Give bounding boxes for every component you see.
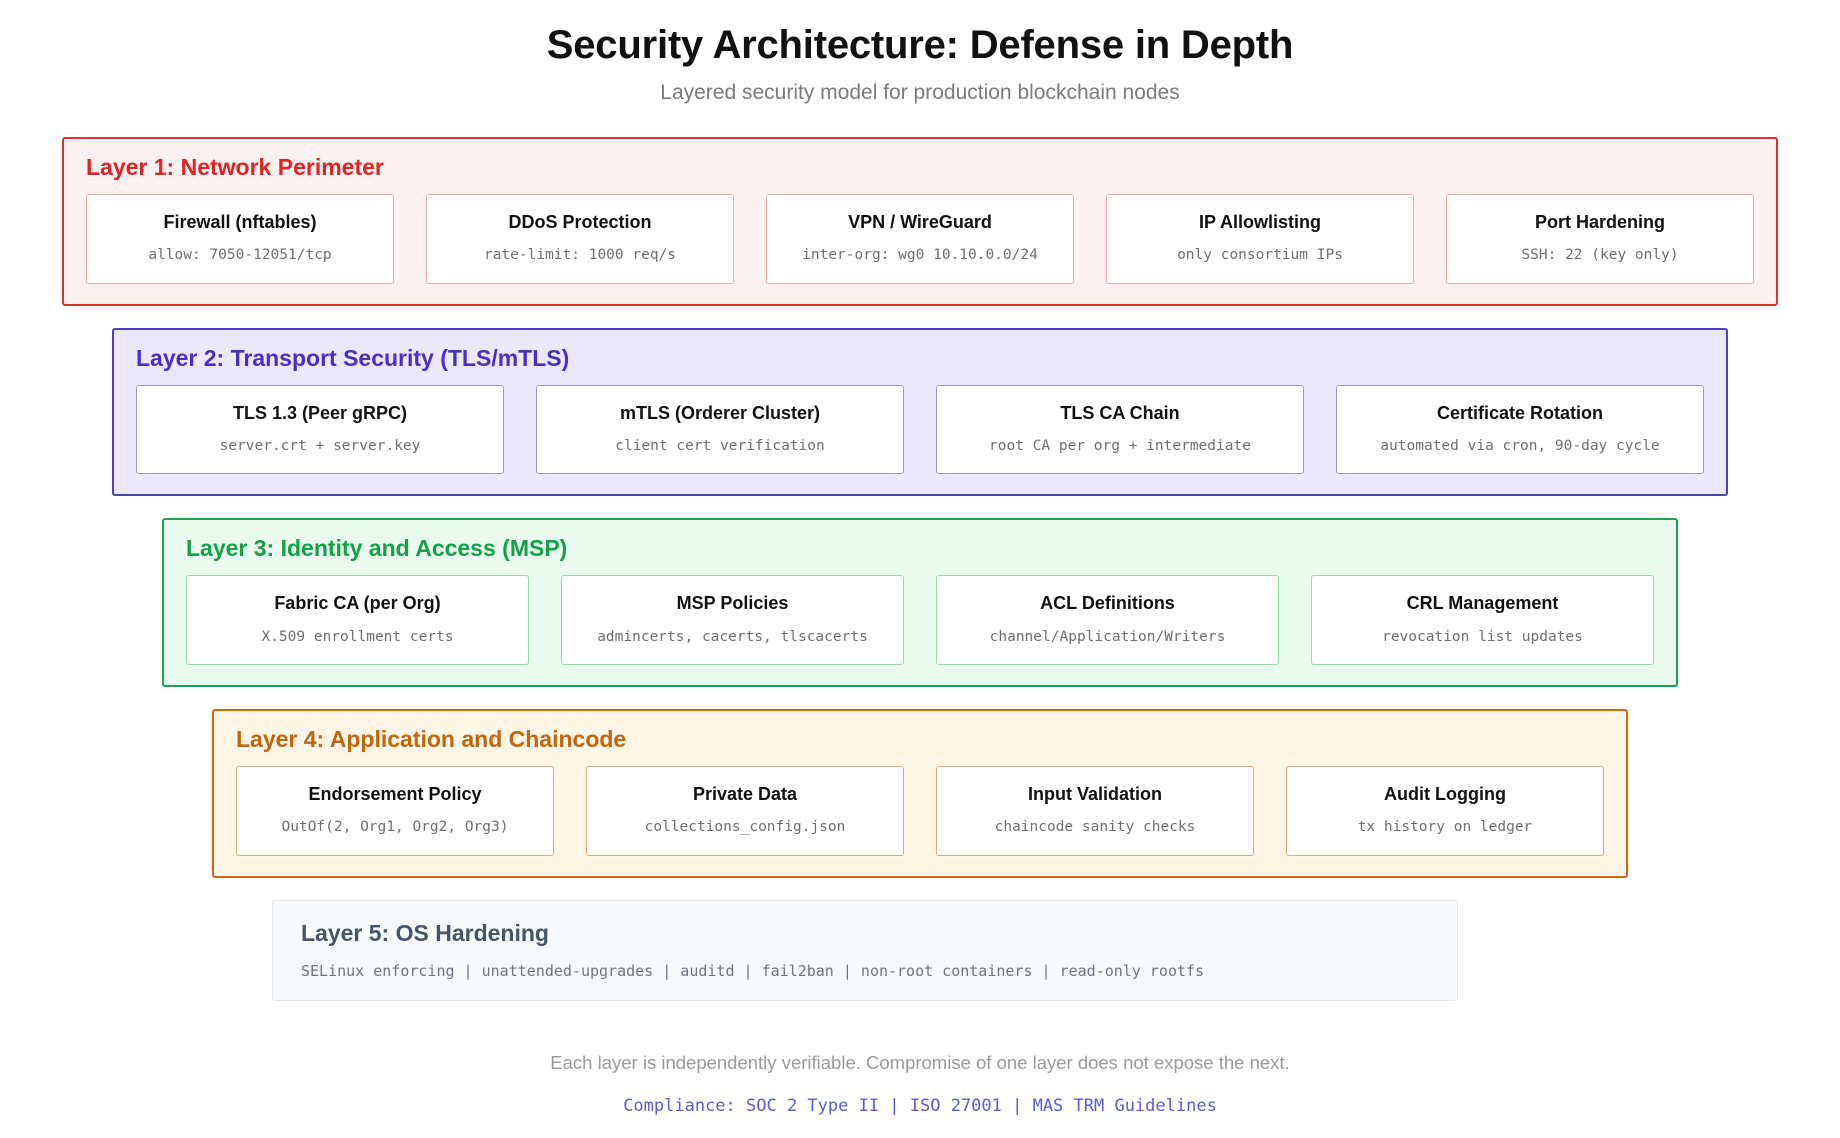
control-card-title: DDoS Protection	[508, 211, 652, 232]
control-card[interactable]: Private Data collections_config.json	[586, 765, 904, 856]
control-card[interactable]: mTLS (Orderer Cluster) client cert verifi…	[536, 384, 904, 475]
footer-note: Each layer is independently verifiable. …	[550, 1051, 1290, 1073]
control-card-detail: only consortium IPs	[1177, 247, 1343, 264]
layer-5-detail: SELinux enforcing | unattended-upgrades …	[301, 961, 1205, 980]
control-card-title: VPN / WireGuard	[848, 211, 992, 232]
page-footer: Each layer is independently verifiable. …	[0, 1051, 1840, 1117]
footer-compliance: Compliance: SOC 2 Type II | ISO 27001 | …	[623, 1095, 1217, 1116]
control-card[interactable]: TLS 1.3 (Peer gRPC) server.crt + server.k…	[136, 384, 504, 475]
control-card-detail: OutOf(2, Org1, Org2, Org3)	[281, 819, 509, 836]
control-card-detail: SSH: 22 (key only)	[1521, 247, 1679, 264]
layer-5-title: Layer 5: OS Hardening	[301, 919, 549, 946]
control-card-title: TLS 1.3 (Peer gRPC)	[232, 402, 408, 423]
control-card-detail: admincerts, cacerts, tlscacerts	[597, 628, 868, 645]
layer-2-card-row: TLS 1.3 (Peer gRPC) server.crt + server.k…	[136, 384, 1704, 475]
control-card[interactable]: DDoS Protection rate-limit: 1000 req/s	[426, 193, 734, 284]
control-card[interactable]: IP Allowlisting only consortium IPs	[1106, 193, 1414, 284]
control-card[interactable]: ACL Definitions channel/Application/Write…	[936, 575, 1279, 666]
layer-2-band: Layer 2: Transport Security (TLS/mTLS) TL…	[112, 327, 1728, 497]
page-header: Security Architecture: Defense in Depth …	[0, 0, 1840, 105]
control-card-detail: server.crt + server.key	[219, 438, 421, 455]
control-card[interactable]: CRL Management revocation list updates	[1311, 575, 1654, 666]
layer-3-band: Layer 3: Identity and Access (MSP) Fabric…	[162, 518, 1678, 688]
control-card-detail: allow: 7050-12051/tcp	[148, 247, 332, 264]
control-card-title: IP Allowlisting	[1198, 211, 1321, 232]
control-card[interactable]: MSP Policies admincerts, cacerts, tlscace…	[561, 575, 904, 666]
control-card-title: TLS CA Chain	[1060, 402, 1180, 423]
control-card-title: mTLS (Orderer Cluster)	[619, 402, 821, 423]
control-card-title: Certificate Rotation	[1436, 402, 1604, 423]
control-card[interactable]: TLS CA Chain root CA per org + intermedia…	[936, 384, 1304, 475]
layer-4-title: Layer 4: Application and Chaincode	[236, 726, 627, 753]
control-card-detail: X.509 enrollment certs	[261, 628, 454, 645]
control-card-title: Endorsement Policy	[308, 783, 482, 804]
control-card[interactable]: Fabric CA (per Org) X.509 enrollment cert…	[186, 575, 529, 666]
layer-2-title: Layer 2: Transport Security (TLS/mTLS)	[136, 344, 570, 371]
control-card-title: Private Data	[692, 783, 798, 804]
control-card-title: Audit Logging	[1384, 783, 1506, 804]
control-card-detail: tx history on ledger	[1357, 819, 1533, 836]
layer-1-card-row: Firewall (nftables) allow: 7050-12051/tcp…	[86, 193, 1754, 284]
control-card-detail: rate-limit: 1000 req/s	[483, 247, 677, 264]
control-card-detail: inter-org: wg0 10.10.0.0/24	[802, 247, 1038, 264]
control-card-title: Port Hardening	[1534, 211, 1665, 232]
control-card[interactable]: Audit Logging tx history on ledger	[1286, 765, 1604, 856]
control-card-detail: client cert verification	[615, 438, 825, 455]
control-card[interactable]: Certificate Rotation automated via cron, …	[1336, 384, 1704, 475]
page-subtitle: Layered security model for production bl…	[660, 81, 1180, 104]
control-card-title: ACL Definitions	[1040, 593, 1175, 614]
control-card-detail: collections_config.json	[644, 819, 846, 836]
control-card-detail: chaincode sanity checks	[994, 819, 1196, 836]
layer-1-title: Layer 1: Network Perimeter	[86, 154, 384, 181]
layer-3-card-row: Fabric CA (per Org) X.509 enrollment cert…	[186, 575, 1654, 666]
control-card-title: MSP Policies	[676, 593, 789, 614]
control-card-title: Firewall (nftables)	[163, 211, 317, 232]
control-card-title: Fabric CA (per Org)	[274, 593, 441, 614]
control-card-title: Input Validation	[1028, 783, 1162, 804]
control-card-detail: channel/Application/Writers	[989, 628, 1226, 645]
control-card[interactable]: Input Validation chaincode sanity checks	[936, 765, 1254, 856]
page-title: Security Architecture: Defense in Depth	[546, 23, 1294, 67]
control-card-detail: revocation list updates	[1382, 628, 1583, 645]
layer-3-title: Layer 3: Identity and Access (MSP)	[186, 535, 568, 562]
control-card-detail: automated via cron, 90-day cycle	[1380, 438, 1660, 455]
control-card[interactable]: Firewall (nftables) allow: 7050-12051/tcp	[86, 193, 394, 284]
control-card-detail: root CA per org + intermediate	[989, 438, 1251, 455]
control-card[interactable]: VPN / WireGuard inter-org: wg0 10.10.0.0/…	[766, 193, 1074, 284]
control-card-title: CRL Management	[1406, 593, 1559, 614]
